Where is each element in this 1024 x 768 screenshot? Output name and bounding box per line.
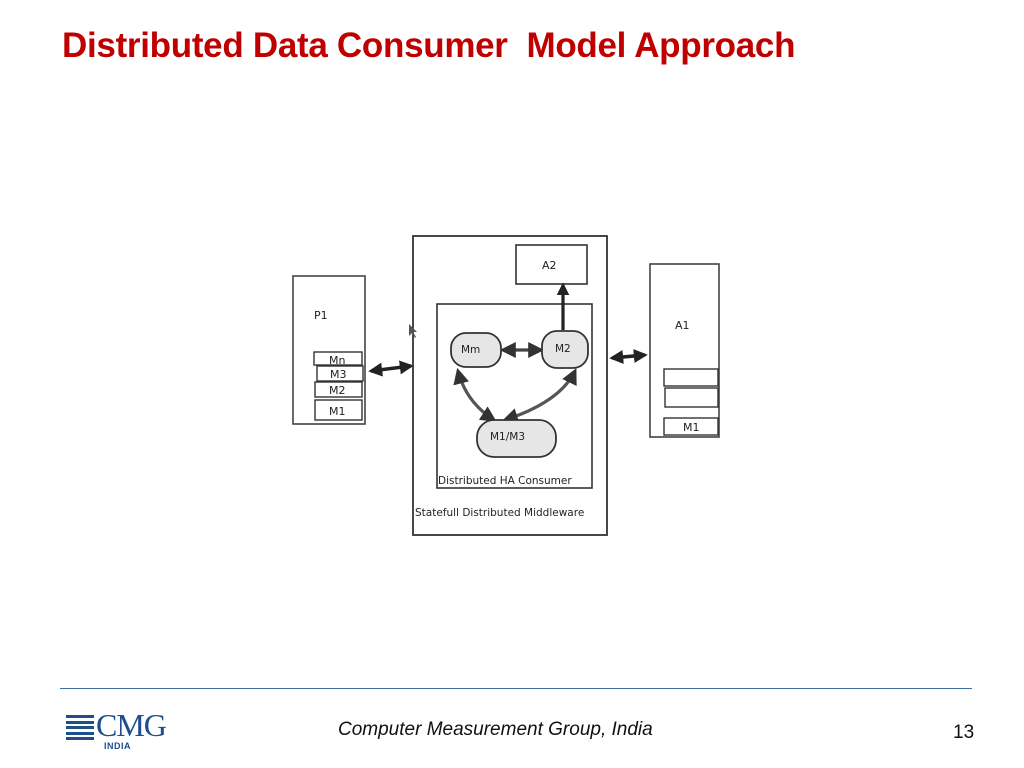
producer-queue-item: M2 [329,384,346,397]
ha-consumer-label: Distributed HA Consumer [438,475,572,487]
app-a2: A2 [515,244,588,285]
producer-queue: Mn M3 M2 M1 [313,351,364,421]
app-a2-label: A2 [542,259,557,272]
logo-subtext: INDIA [104,741,131,751]
mm-m1m3-link [453,367,497,422]
app-a1: A1 M1 [649,263,720,438]
producer-middleware-link [368,360,414,377]
middleware-app-link [609,349,648,364]
node-mm: Mm [450,332,502,368]
app-a1-label: A1 [675,319,690,332]
middleware-label: Statefull Distributed Middleware [415,507,584,519]
app-queue: M1 [663,368,719,436]
node-mm-label: Mm [461,344,480,356]
node-m1m3-label: M1/M3 [490,431,525,443]
producer-label: P1 [314,309,328,322]
cursor-icon [409,324,417,338]
ha-consumer-box: Distributed HA Consumer Mm M2 M1/M3 [436,282,593,489]
slide-title: Distributed Data Consumer Model Approach [62,26,796,65]
node-m2: M2 [541,330,589,369]
footer-divider [60,688,972,689]
app-queue-item: M1 [683,421,700,434]
node-m1m3: M1/M3 [476,419,557,458]
footer-text: Computer Measurement Group, India [338,719,653,740]
producer-p1: P1 Mn M3 M2 M1 [292,275,366,425]
m2-m1m3-link [501,368,577,424]
cmg-india-logo: CMG INDIA [66,707,178,753]
producer-queue-item: M3 [330,368,347,381]
logo-wordmark: CMG [96,707,167,743]
node-m2-label: M2 [555,343,571,355]
page-number: 13 [953,722,975,743]
logo-bars-icon [66,715,94,741]
producer-queue-item: Mn [329,354,345,367]
producer-queue-item: M1 [329,405,346,418]
